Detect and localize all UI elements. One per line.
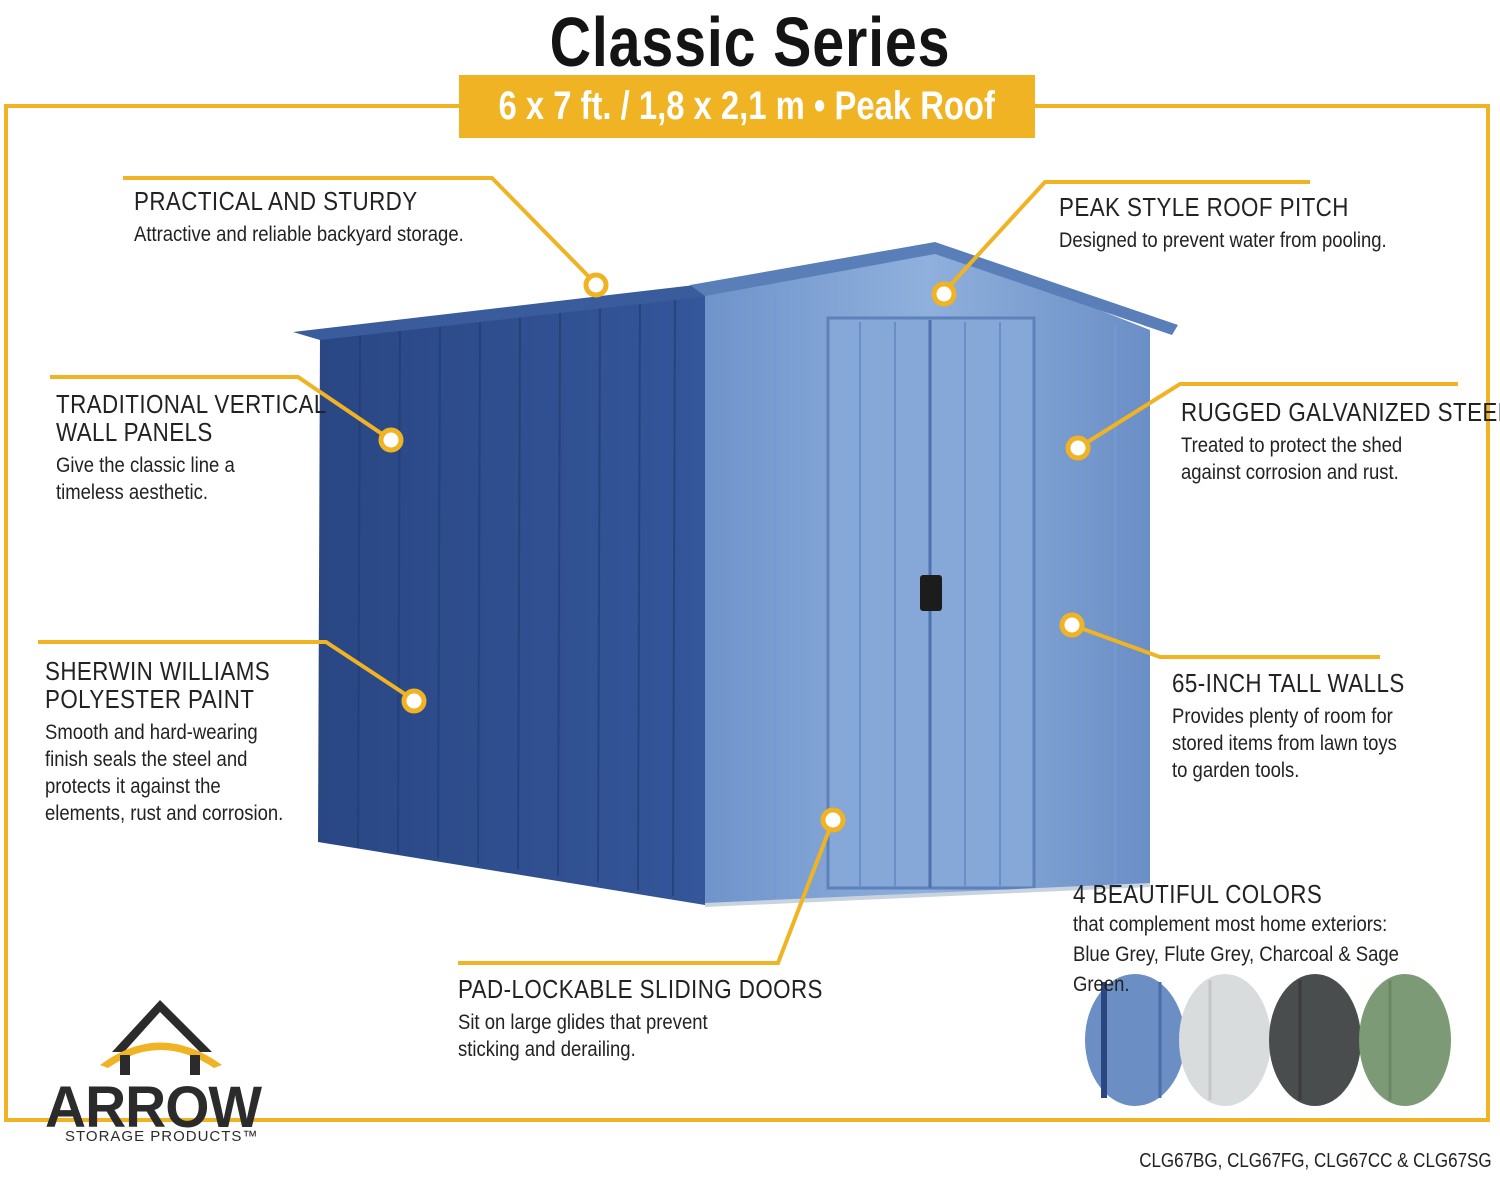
callout-colors-heading: 4 BEAUTIFUL COLORS <box>1073 879 1323 909</box>
shed-side-wall <box>318 290 705 905</box>
callout-steel-heading: RUGGED GALVANIZED STEEL <box>1181 397 1500 427</box>
logo-house-icon <box>100 1000 222 1075</box>
logo-subtitle: STORAGE PRODUCTS™ <box>65 1128 259 1145</box>
callout-paint-text: Smooth and hard-wearing finish seals the… <box>45 721 284 825</box>
swatch-charcoal <box>1269 974 1361 1106</box>
callout-paint: SHERWIN WILLIAMS POLYESTER PAINT Smooth … <box>45 657 316 827</box>
callout-roof-text: Designed to prevent water from pooling. <box>1059 229 1387 252</box>
swatch-sage-green <box>1359 974 1451 1106</box>
callout-steel: RUGGED GALVANIZED STEEL Treated to prote… <box>1181 398 1500 486</box>
banner-text: 6 x 7 ft. / 1,8 x 2,1 m • Peak Roof <box>498 84 996 128</box>
callout-practical: PRACTICAL AND STURDY Attractive and reli… <box>134 187 509 248</box>
callout-steel-text: Treated to protect the shed against corr… <box>1181 434 1403 484</box>
leader-steel <box>1076 382 1458 450</box>
callout-paint-heading: SHERWIN WILLIAMS POLYESTER PAINT <box>45 656 271 714</box>
dot-panels <box>378 427 404 453</box>
dot-roof <box>931 281 957 307</box>
dot-steel <box>1065 435 1091 461</box>
callout-walls-heading: 65-INCH TALL WALLS <box>1172 668 1405 698</box>
shed-side-roof <box>293 283 712 340</box>
callout-doors-heading: PAD-LOCKABLE SLIDING DOORS <box>458 974 823 1004</box>
dot-doors <box>820 807 846 833</box>
callout-practical-heading: PRACTICAL AND STURDY <box>134 186 418 216</box>
callout-roof-heading: PEAK STYLE ROOF PITCH <box>1059 192 1349 222</box>
leader-practical <box>123 176 598 286</box>
frame-top-left <box>4 104 460 108</box>
yellow-frame <box>4 104 1490 1122</box>
leader-roof <box>942 180 1310 294</box>
size-banner: 6 x 7 ft. / 1,8 x 2,1 m • Peak Roof <box>459 75 1035 138</box>
swatch-flute-grey <box>1179 974 1271 1106</box>
callout-panels: TRADITIONAL VERTICAL WALL PANELS Give th… <box>56 390 371 506</box>
callout-practical-text: Attractive and reliable backyard storage… <box>134 223 464 246</box>
callout-walls-text: Provides plenty of room for stored items… <box>1172 705 1397 782</box>
dot-paint <box>401 688 427 714</box>
callout-colors-text: that complement most home exteriors: Blu… <box>1073 913 1399 996</box>
dot-walls <box>1059 612 1085 638</box>
callout-panels-heading: TRADITIONAL VERTICAL WALL PANELS <box>56 389 327 447</box>
arrow-logo: ARROW STORAGE PRODUCTS™ <box>40 996 280 1146</box>
shed-front-roof <box>690 242 1178 335</box>
frame-top-right <box>1034 104 1490 108</box>
dot-practical <box>583 272 609 298</box>
color-swatches <box>1085 974 1451 1106</box>
leader-panels <box>50 375 393 442</box>
callout-doors: PAD-LOCKABLE SLIDING DOORS Sit on large … <box>458 975 882 1063</box>
callout-walls: 65-INCH TALL WALLS Provides plenty of ro… <box>1172 669 1443 784</box>
logo-brand: ARROW <box>45 1075 262 1140</box>
door-handle <box>920 575 942 611</box>
callout-panels-text: Give the classic line a timeless aesthet… <box>56 454 235 504</box>
leader-paint <box>38 640 416 702</box>
leader-walls <box>1071 623 1380 659</box>
leader-doors <box>458 819 835 965</box>
page-title: Classic Series <box>549 3 951 81</box>
model-numbers: CLG67BG, CLG67FG, CLG67CC & CLG67SG <box>1139 1150 1492 1172</box>
callout-colors: 4 BEAUTIFUL COLORS that complement most … <box>1073 880 1500 1000</box>
callout-roof: PEAK STYLE ROOF PITCH Designed to preven… <box>1059 193 1431 254</box>
callout-doors-text: Sit on large glides that prevent stickin… <box>458 1011 708 1061</box>
